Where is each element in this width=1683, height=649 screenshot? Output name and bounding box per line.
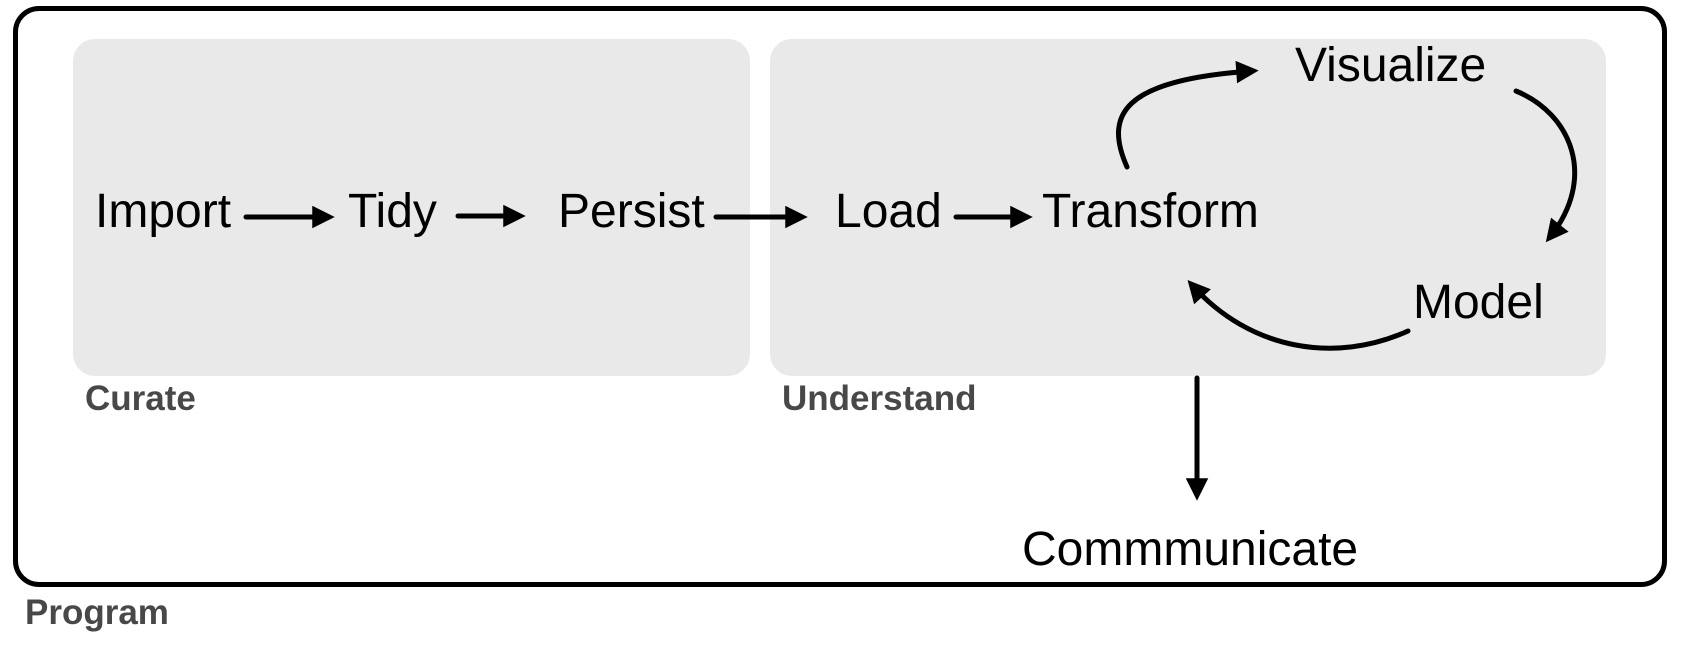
node-load: Load <box>835 185 942 238</box>
cycle-arrow-transform-to-visualize <box>1116 60 1259 170</box>
node-transform: Transform <box>1042 185 1259 238</box>
node-model: Model <box>1413 276 1544 329</box>
curate-group-label: Curate <box>85 379 196 418</box>
understand-group-label: Understand <box>782 379 977 418</box>
cycle-arrow-visualize-to-model <box>1513 88 1578 243</box>
node-persist: Persist <box>558 185 705 238</box>
node-import: Import <box>95 185 232 238</box>
curate-group-box <box>73 39 750 376</box>
understand-group-box <box>770 39 1606 376</box>
node-tidy: Tidy <box>348 185 437 238</box>
node-visualize: Visualize <box>1295 39 1487 92</box>
program-label: Program <box>25 593 169 632</box>
program-boundary-box <box>13 6 1667 587</box>
node-communicate: Commmunicate <box>1022 523 1359 576</box>
cycle-arrow-model-to-transform <box>1187 279 1411 351</box>
